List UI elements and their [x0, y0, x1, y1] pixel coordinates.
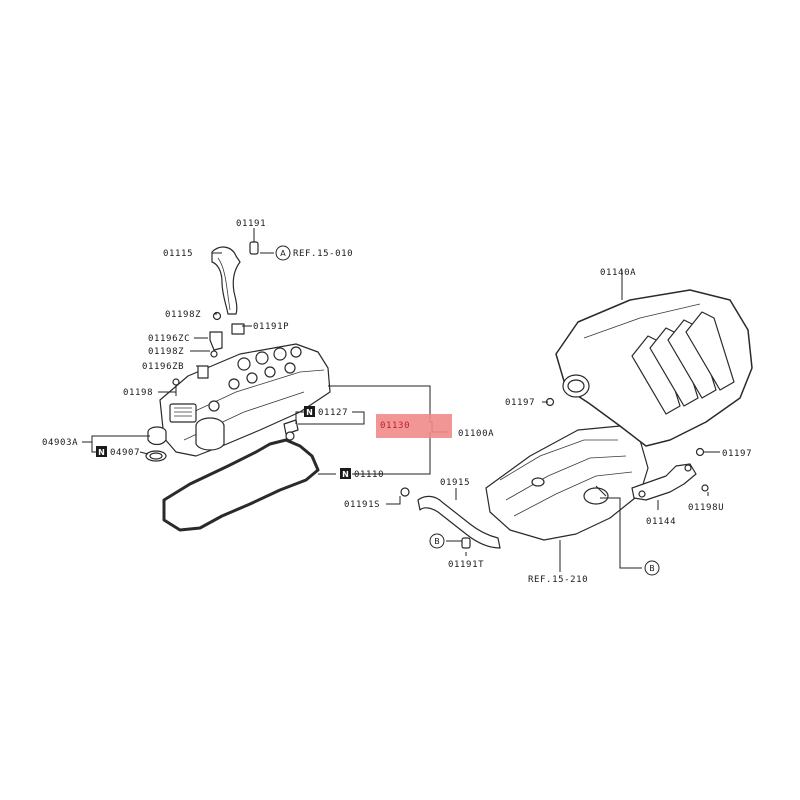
label-01115[interactable]: 01115	[163, 249, 193, 259]
oil-cap-04903A-part	[147, 426, 167, 446]
breather-hose-part	[211, 246, 241, 315]
label-ref-15-010[interactable]: REF.15-010	[293, 249, 353, 259]
label-01191P[interactable]: 01191P	[253, 322, 289, 332]
label-01191[interactable]: 01191	[236, 219, 266, 229]
n-box-01127: N	[304, 406, 315, 417]
valve-cover-part	[159, 343, 331, 457]
label-04907[interactable]: 04907	[110, 448, 140, 458]
marker-b-letter: B	[434, 537, 440, 546]
label-01127[interactable]: 01127	[318, 408, 348, 418]
marker-b-left[interactable]: B	[429, 533, 445, 549]
clamp-01191S-part	[400, 487, 410, 497]
n-letter: N	[306, 408, 313, 417]
label-ref-15-210[interactable]: REF.15-210	[528, 575, 588, 585]
label-01198[interactable]: 01198	[123, 388, 153, 398]
n-box-01110: N	[340, 468, 351, 479]
intake-manifold-part	[485, 425, 649, 541]
label-01191T[interactable]: 01191T	[448, 560, 484, 570]
bolts-01198-part	[172, 311, 245, 396]
label-01130[interactable]: 01130	[380, 421, 410, 431]
bolt-01198U-part	[701, 484, 709, 492]
label-01197-a[interactable]: 01197	[505, 398, 535, 408]
grommet-01197-part	[545, 397, 705, 457]
label-04903A[interactable]: 04903A	[42, 438, 78, 448]
label-01198Z-b[interactable]: 01198Z	[148, 347, 184, 357]
n-letter: N	[98, 448, 105, 457]
hose-01915-part	[417, 495, 501, 549]
valve-cover-gasket-part	[162, 438, 320, 532]
label-01140A[interactable]: 01140A	[600, 268, 636, 278]
o-ring-04907-part	[145, 450, 167, 462]
label-01110[interactable]: 01110	[354, 470, 384, 480]
leader-lines	[82, 228, 720, 572]
marker-b-letter: B	[649, 564, 655, 573]
clamp-01191-part	[249, 241, 259, 255]
label-01144[interactable]: 01144	[646, 517, 676, 527]
marker-b-right[interactable]: B	[644, 560, 660, 576]
engine-cover-part	[555, 289, 753, 447]
label-01915[interactable]: 01915	[440, 478, 470, 488]
marker-a-letter: A	[280, 249, 286, 258]
highlight-01130	[376, 414, 452, 438]
n-letter: N	[342, 470, 349, 479]
pcv-valve-part	[283, 419, 299, 441]
n-box-04907: N	[96, 446, 107, 457]
label-01100A[interactable]: 01100A	[458, 429, 494, 439]
label-01197-b[interactable]: 01197	[722, 449, 752, 459]
clamp-01191T-part	[461, 537, 471, 549]
part-labels: 01191 01115 REF.15-010 01198Z 01191P 011…	[42, 219, 752, 585]
label-01196ZB[interactable]: 01196ZB	[142, 362, 184, 372]
label-01196ZC[interactable]: 01196ZC	[148, 334, 190, 344]
label-01198Z-a[interactable]: 01198Z	[165, 310, 201, 320]
marker-a-ref[interactable]: A	[275, 245, 291, 261]
label-01198U[interactable]: 01198U	[688, 503, 724, 513]
bracket-01144-part	[631, 463, 697, 501]
label-01191S[interactable]: 01191S	[344, 500, 380, 510]
